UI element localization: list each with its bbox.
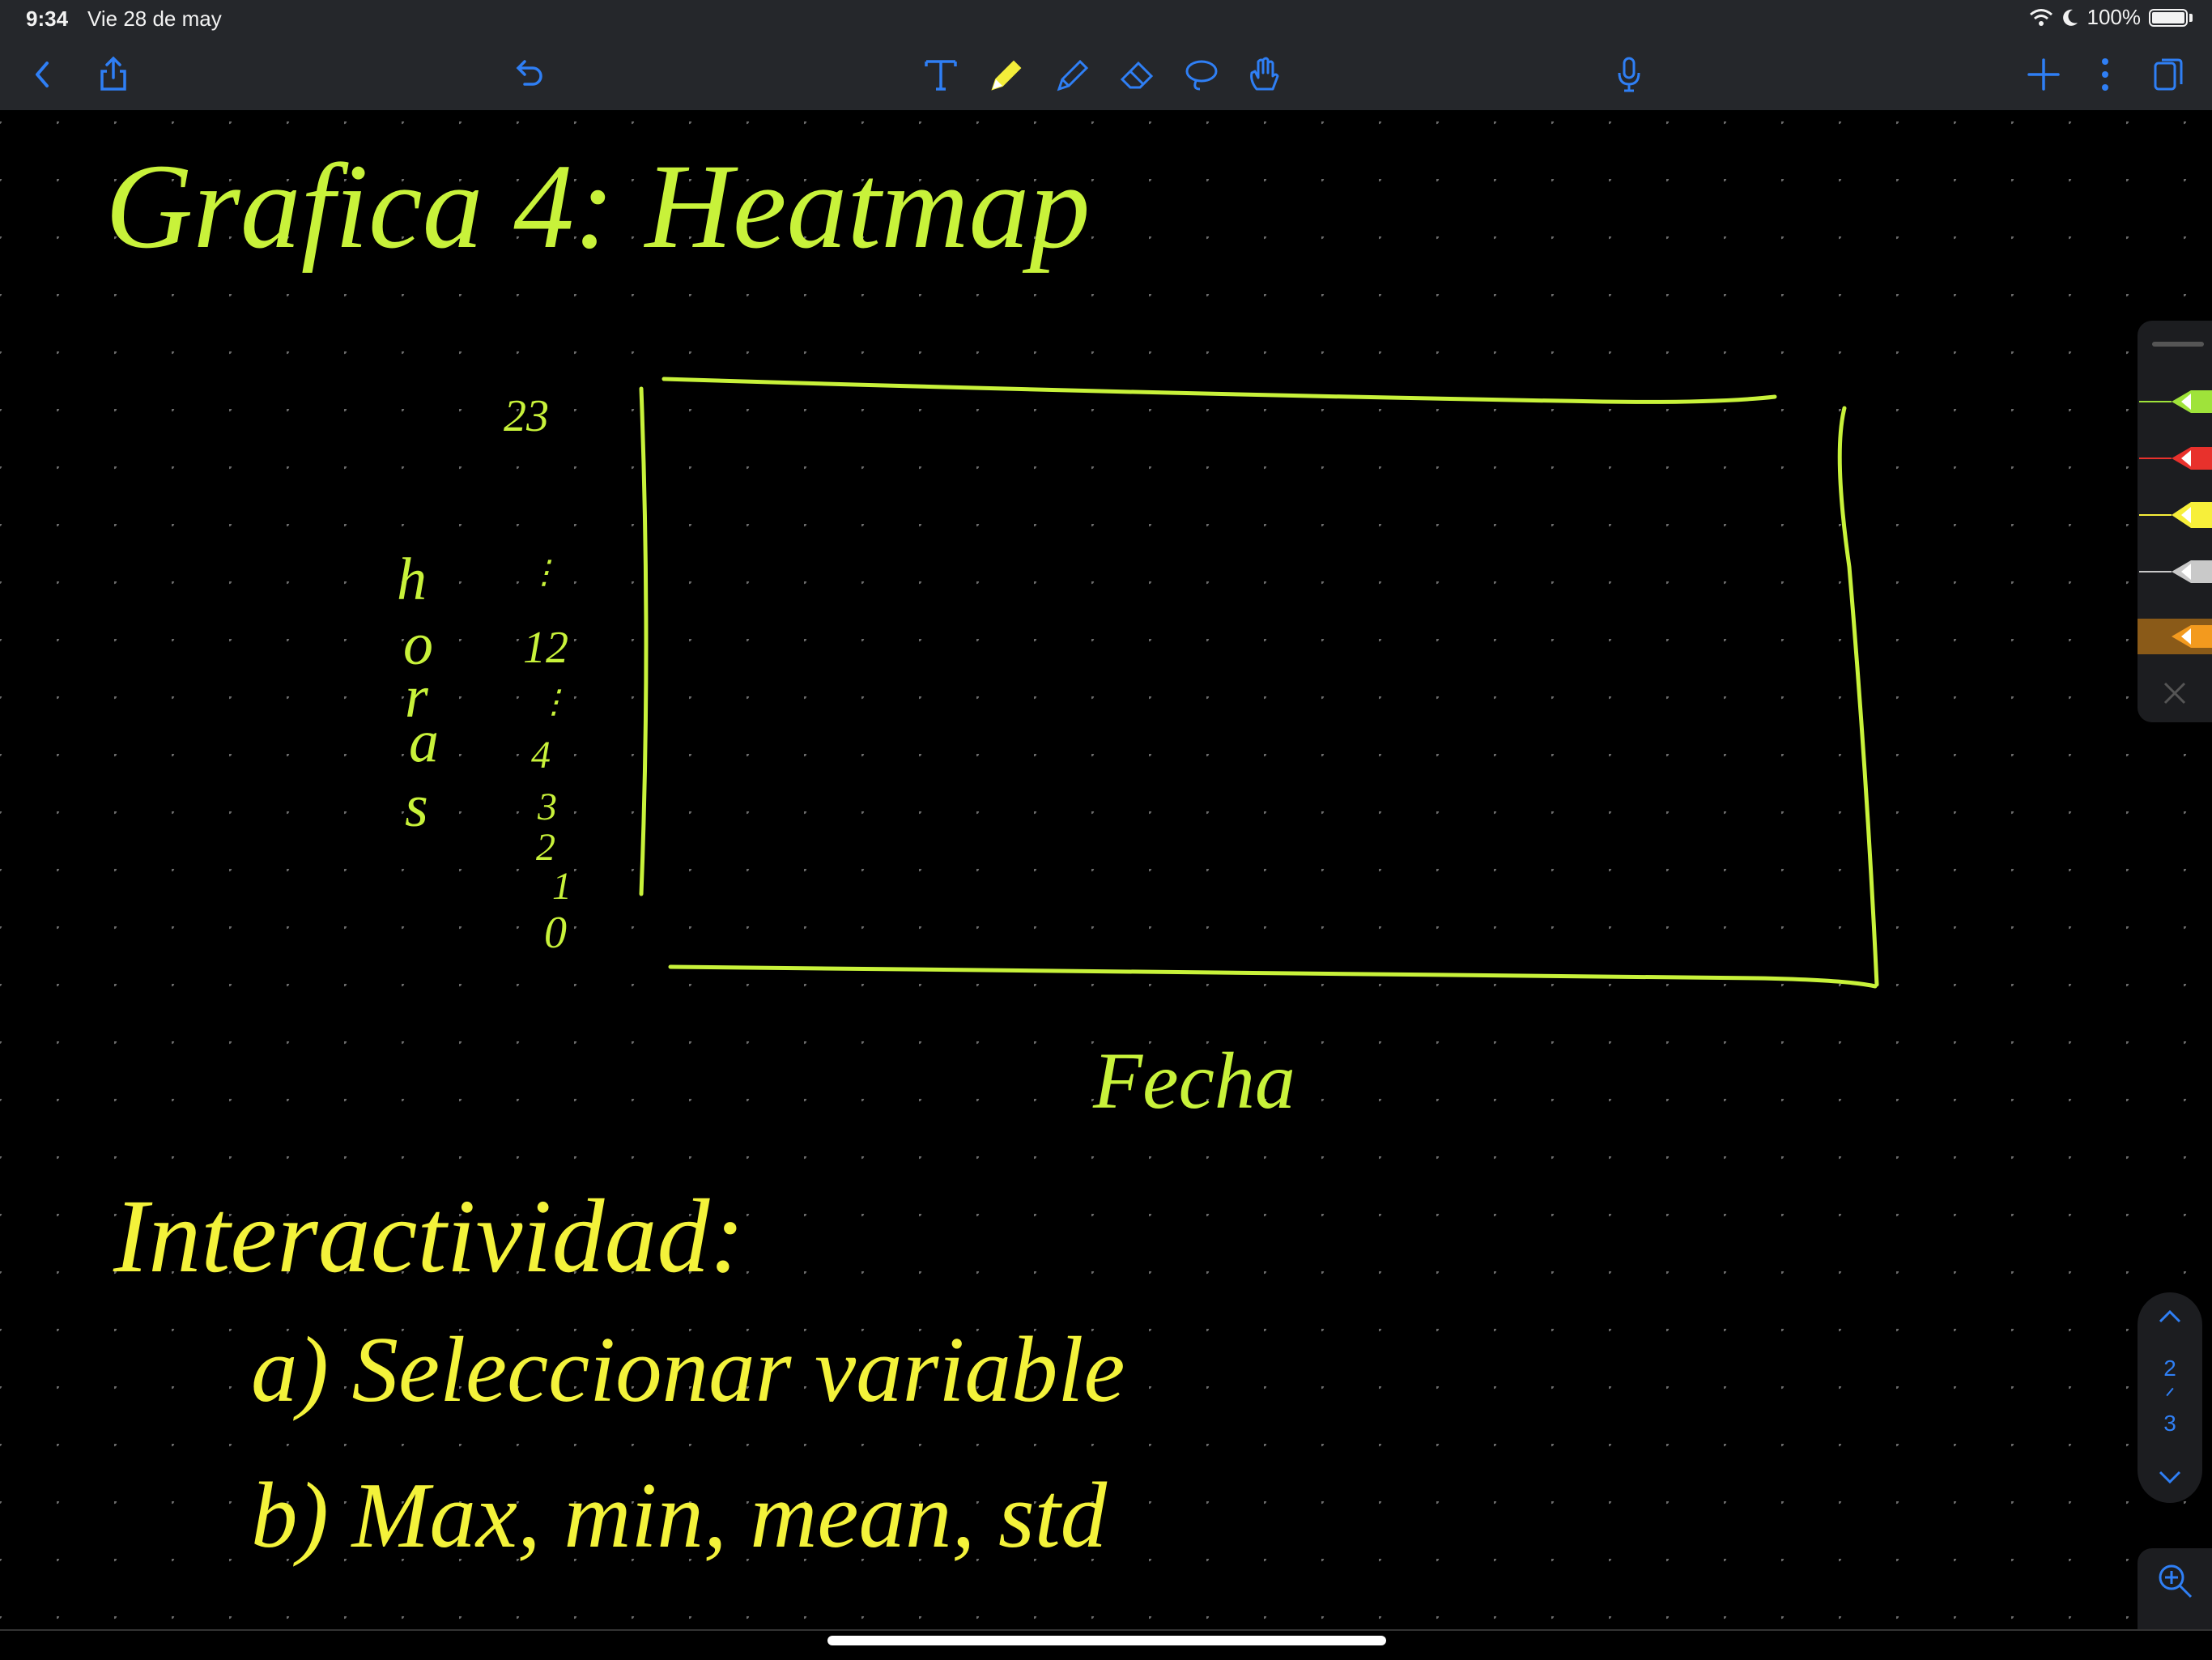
add-icon[interactable] bbox=[2021, 52, 2066, 97]
frame-left bbox=[639, 386, 649, 896]
pen-yellow[interactable] bbox=[2138, 496, 2212, 534]
section-heading: Interactividad: bbox=[113, 1178, 745, 1295]
y-tick-ellipsis: ⋮ bbox=[528, 554, 560, 590]
y-label-letter: s bbox=[405, 773, 428, 840]
y-label-letter: h bbox=[397, 547, 427, 613]
pen-orange[interactable] bbox=[2138, 617, 2212, 656]
text-tool-icon[interactable] bbox=[918, 52, 963, 97]
y-label-letter: a bbox=[409, 709, 439, 775]
pen-green[interactable] bbox=[2138, 382, 2212, 421]
home-indicator[interactable] bbox=[827, 1636, 1386, 1645]
pen-palette bbox=[2138, 321, 2212, 722]
y-tick: 0 bbox=[544, 908, 567, 958]
pages-icon[interactable] bbox=[2146, 52, 2191, 97]
frame-top bbox=[661, 377, 1777, 404]
y-ticks: 23 ⋮ 12 ⋮ 4 3 2 1 0 bbox=[504, 391, 572, 958]
battery-tip bbox=[2189, 13, 2193, 22]
note-title: Grafica 4: Heatmap bbox=[105, 139, 1090, 274]
battery-percent: 100% bbox=[2087, 5, 2142, 29]
y-tick: 4 bbox=[531, 734, 551, 777]
page-total: 3 bbox=[2163, 1411, 2176, 1436]
pen-icon[interactable] bbox=[983, 52, 1028, 97]
hand-icon[interactable] bbox=[1242, 52, 1287, 97]
battery-icon bbox=[2149, 8, 2188, 27]
y-axis-label: h o r a s bbox=[397, 547, 439, 840]
pen-red[interactable] bbox=[2138, 439, 2212, 478]
y-tick-ellipsis: ⋮ bbox=[538, 683, 570, 720]
microphone-icon[interactable] bbox=[1606, 52, 1652, 97]
status-right: 100% bbox=[2029, 5, 2193, 30]
chevron-down-icon[interactable] bbox=[2157, 1464, 2183, 1490]
y-tick: 2 bbox=[536, 826, 555, 869]
y-label-letter: r bbox=[405, 664, 429, 730]
toolbar bbox=[0, 39, 2212, 110]
y-label-letter: o bbox=[403, 611, 433, 678]
wifi-icon bbox=[2029, 8, 2052, 26]
eraser-icon[interactable] bbox=[1114, 52, 1159, 97]
chevron-up-icon[interactable] bbox=[2157, 1304, 2183, 1330]
zoom-in-icon bbox=[2159, 1564, 2193, 1598]
heatmap-frame bbox=[639, 377, 1879, 989]
moon-icon bbox=[2062, 9, 2078, 26]
x-axis-label: Fecha bbox=[1092, 1036, 1295, 1126]
frame-bottom bbox=[668, 964, 1878, 989]
highlighter-icon[interactable] bbox=[1049, 52, 1095, 97]
y-tick: 1 bbox=[552, 865, 572, 908]
back-icon[interactable] bbox=[19, 52, 65, 97]
palette-handle[interactable] bbox=[2152, 342, 2204, 347]
y-tick: 12 bbox=[523, 623, 568, 673]
page-current: 2 bbox=[2163, 1356, 2176, 1381]
more-icon[interactable] bbox=[2082, 52, 2128, 97]
dot-grid bbox=[0, 110, 2212, 1629]
status-time: 9:34 bbox=[26, 6, 69, 31]
page-navigator: 2 3 bbox=[2138, 1292, 2202, 1503]
y-tick: 3 bbox=[537, 785, 557, 828]
zoom-button[interactable] bbox=[2138, 1548, 2212, 1629]
status-date: Vie 28 de may bbox=[87, 6, 222, 31]
list-item-b: b) Max, min, mean, std bbox=[251, 1464, 1108, 1567]
list-item-a: a) Seleccionar variable bbox=[251, 1318, 1125, 1421]
close-icon[interactable] bbox=[2162, 680, 2188, 706]
pen-gray[interactable] bbox=[2138, 552, 2212, 591]
y-tick: 23 bbox=[504, 391, 549, 441]
share-icon[interactable] bbox=[91, 52, 136, 97]
frame-right bbox=[1837, 406, 1879, 987]
undo-icon[interactable] bbox=[505, 52, 551, 97]
page-separator bbox=[2166, 1387, 2174, 1397]
status-bar: 9:34 Vie 28 de may 100% bbox=[0, 0, 2212, 39]
lasso-icon[interactable] bbox=[1179, 52, 1224, 97]
